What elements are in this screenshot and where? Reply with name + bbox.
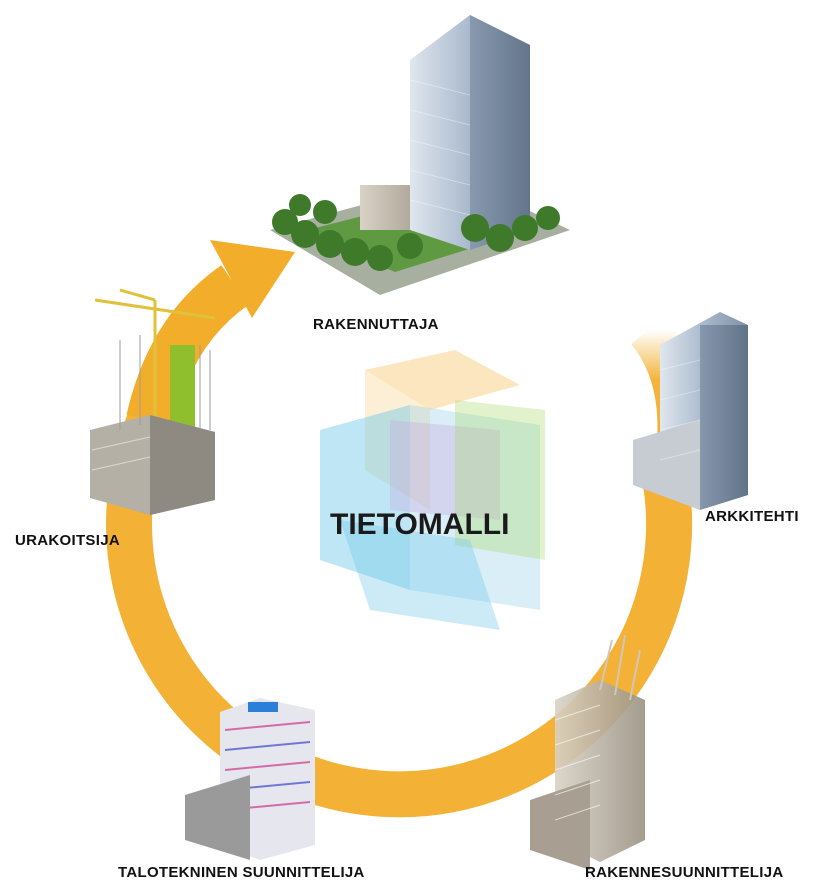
stage-label-mep: TALOTEKNINEN SUUNNITTELIJA xyxy=(118,864,365,881)
stage-label-architect: ARKKITEHTI xyxy=(705,508,799,525)
stage-label-structural: RAKENNESUUNNITTELIJA xyxy=(585,864,784,881)
structural-building-illustration xyxy=(530,634,645,870)
center-model-label: TIETOMALLI xyxy=(330,508,510,541)
architect-building-illustration xyxy=(633,312,748,510)
mep-building-illustration xyxy=(185,698,315,860)
stage-label-owner: RAKENNUTTAJA xyxy=(313,316,439,333)
owner-building-illustration xyxy=(270,15,570,295)
stage-label-contractor: URAKOITSIJA xyxy=(15,532,120,549)
bim-model-cube-illustration xyxy=(320,350,545,630)
contractor-building-illustration xyxy=(90,288,216,515)
